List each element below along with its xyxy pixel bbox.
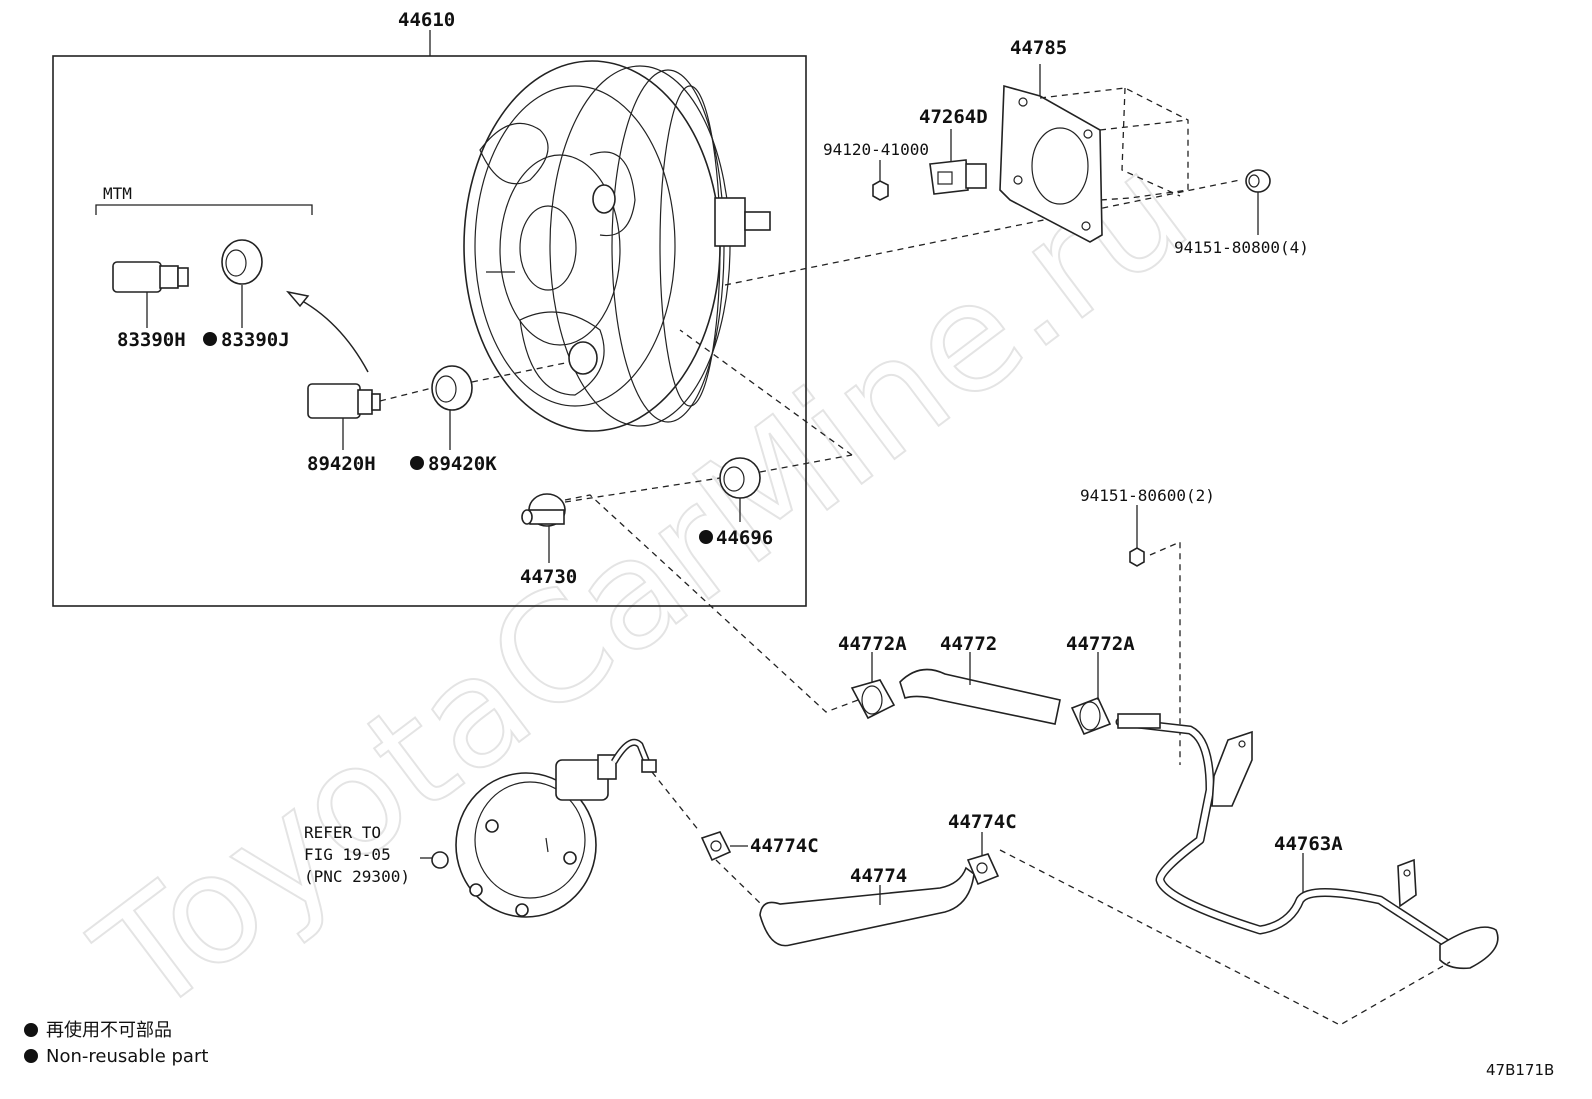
label-47264D[interactable]: 47264D	[919, 106, 988, 128]
part-44774C-right[interactable]	[966, 853, 1000, 886]
label-83390H[interactable]: 83390H	[117, 329, 186, 351]
label-44774C-right[interactable]: 44774C	[948, 811, 1017, 833]
part-94120-41000[interactable]	[872, 180, 889, 201]
part-44730[interactable]	[521, 493, 566, 527]
part-94151-80600[interactable]	[1129, 547, 1145, 567]
non-reusable-mark	[699, 530, 713, 544]
label-94151-80800[interactable]: 94151-80800(4)	[1174, 238, 1309, 257]
label-44772A-right[interactable]: 44772A	[1066, 633, 1135, 655]
part-83390J[interactable]	[221, 239, 263, 285]
part-47264D[interactable]	[929, 159, 987, 195]
legend-line-ja: 再使用不可部品	[46, 1020, 172, 1041]
part-44772-hose[interactable]	[899, 668, 1061, 725]
label-44774C-left[interactable]: 44774C	[750, 835, 819, 857]
label-44772A-left[interactable]: 44772A	[838, 633, 907, 655]
part-89420H[interactable]	[307, 383, 381, 419]
refer-note-line1: REFER TO	[304, 823, 381, 842]
label-44772[interactable]: 44772	[940, 633, 997, 655]
figure-code: 47B171B	[1486, 1061, 1554, 1079]
part-44785[interactable]	[999, 84, 1103, 243]
vacuum-pump[interactable]	[431, 738, 657, 918]
legend-dot-icon	[24, 1023, 38, 1037]
non-reusable-mark	[203, 332, 217, 346]
label-94120-41000[interactable]: 94120-41000	[823, 140, 929, 159]
non-reusable-mark	[410, 456, 424, 470]
label-44610[interactable]: 44610	[398, 9, 455, 31]
label-mtm: MTM	[103, 184, 132, 203]
label-94151-80600[interactable]: 94151-80600(2)	[1080, 486, 1215, 505]
brake-booster[interactable]	[463, 60, 771, 432]
part-44696[interactable]	[719, 457, 761, 499]
label-89420K[interactable]: 89420K	[428, 453, 497, 475]
label-44730[interactable]: 44730	[520, 566, 577, 588]
arrow-icon	[294, 296, 369, 373]
part-44772A-right[interactable]	[1070, 696, 1112, 736]
label-44763A[interactable]: 44763A	[1274, 833, 1343, 855]
part-94151-80800[interactable]	[1245, 169, 1271, 193]
label-44785[interactable]: 44785	[1010, 37, 1067, 59]
label-44774[interactable]: 44774	[850, 865, 907, 887]
part-89420K[interactable]	[431, 365, 473, 411]
part-44774C-left[interactable]	[700, 831, 732, 862]
label-83390J[interactable]: 83390J	[221, 329, 290, 351]
legend-line-en: Non-reusable part	[46, 1046, 208, 1067]
legend-dot-icon	[24, 1049, 38, 1063]
part-44774-hose[interactable]	[759, 866, 975, 947]
part-83390H[interactable]	[112, 261, 189, 293]
refer-note-line2: FIG 19-05	[304, 845, 391, 864]
label-44696[interactable]: 44696	[716, 527, 773, 549]
refer-note-line3: (PNC 29300)	[304, 867, 410, 886]
part-44763A-pipe[interactable]	[1115, 713, 1499, 970]
part-44772A-left[interactable]	[850, 679, 896, 720]
label-89420H[interactable]: 89420H	[307, 453, 376, 475]
